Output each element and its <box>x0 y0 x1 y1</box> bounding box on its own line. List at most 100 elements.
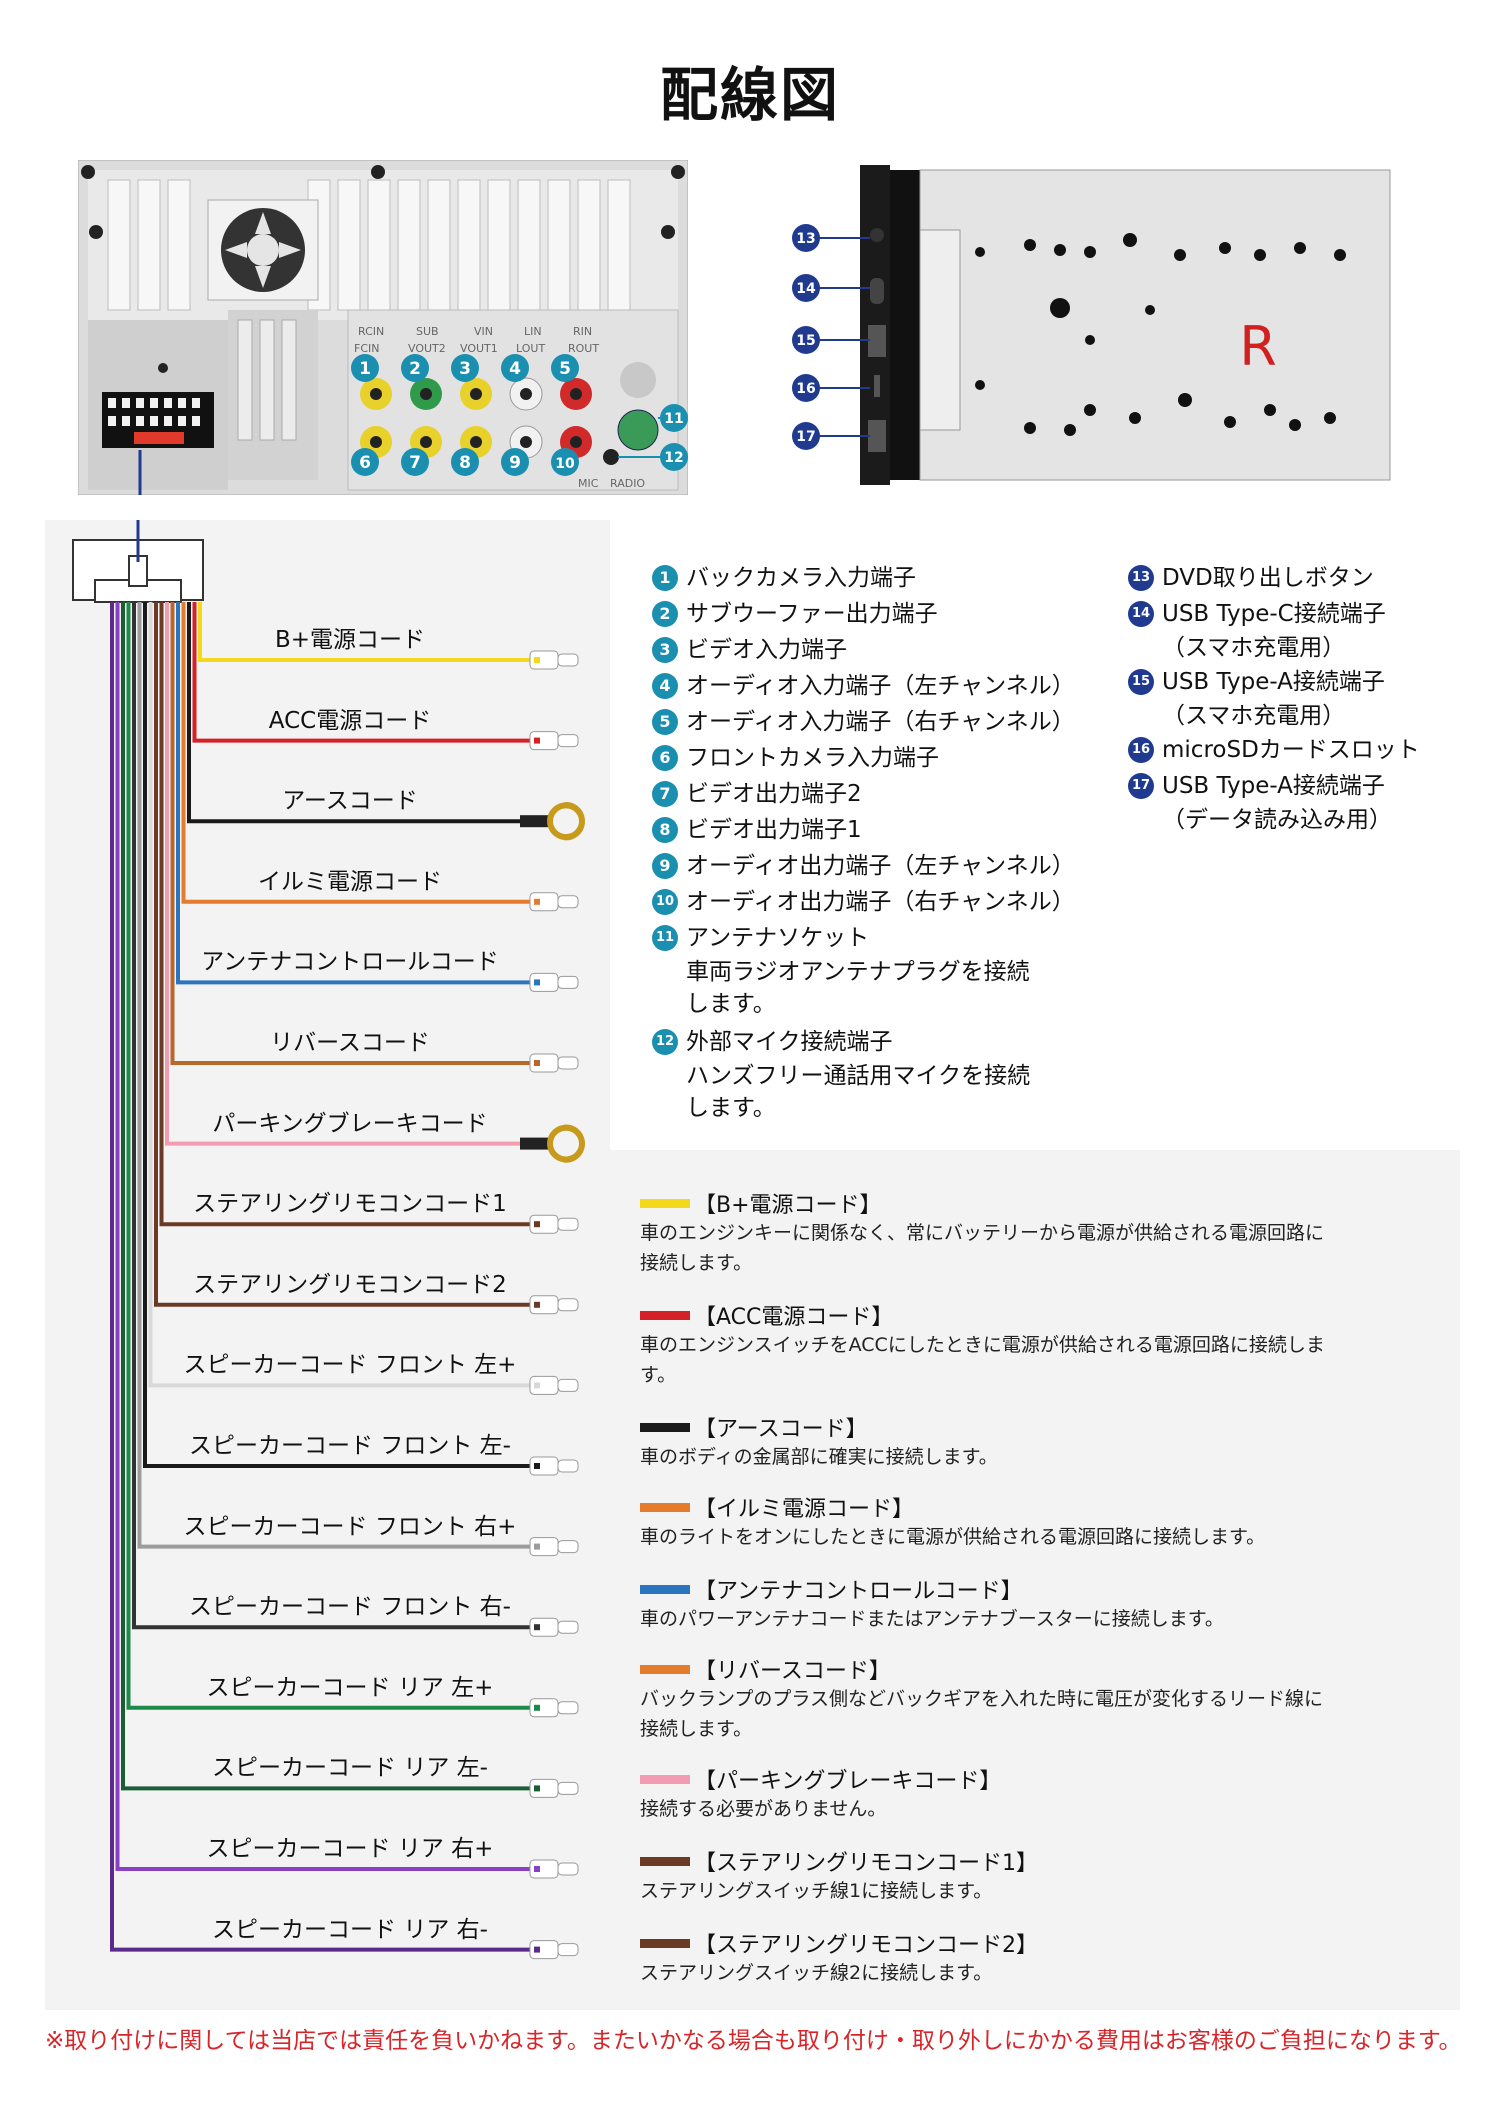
legend-title: 【イルミ電源コード】 <box>640 1492 1440 1522</box>
wire-10 <box>148 602 579 1395</box>
legend-title: 【アースコード】 <box>640 1412 1440 1442</box>
svg-text:6: 6 <box>359 453 371 473</box>
legend-item-7: 【パーキングブレーキコード】接続する必要がありません。 <box>640 1764 1440 1824</box>
wire-14 <box>126 602 579 1718</box>
svg-text:11: 11 <box>664 411 683 427</box>
legend-title: 【リバースコード】 <box>640 1654 1440 1684</box>
legend-description: 車のパワーアンテナコードまたはアンテナブースターに接続します。 <box>640 1608 1224 1630</box>
legend-description: 車のボディの金属部に確実に接続します。 <box>640 1446 998 1468</box>
legend-description: 車のエンジンキーに関係なく、常にバッテリーから電源が供給される電源回路に <box>640 1222 1325 1244</box>
page-title: 配線図 <box>659 61 840 129</box>
side-ports <box>868 228 886 452</box>
jack-label-vout2: VOUT2 <box>408 342 446 355</box>
svg-text:4: 4 <box>509 359 521 379</box>
wire-label-2: ACC電源コード <box>268 707 432 734</box>
plug-terminal-icon <box>529 1940 579 1960</box>
legend-description: ステアリングスイッチ線2に接続します。 <box>640 1962 993 1984</box>
legend-description-cont: 接続します。 <box>640 1252 753 1274</box>
legend-title: 【アンテナコントロールコード】 <box>640 1574 1440 1604</box>
jack-label-rin: RIN <box>573 325 592 338</box>
legend-title: 【ステアリングリモコンコード1】 <box>640 1846 1440 1876</box>
plug-terminal-icon <box>529 1295 579 1315</box>
color-swatch <box>640 1584 690 1594</box>
disclaimer-notice: ※取り付けに関しては当店では責任を負いかねます。またいかなる場合も取り付け・取り… <box>45 2028 1462 2054</box>
wire-label-12: スピーカーコード フロント 右+ <box>183 1513 517 1540</box>
legend-item-1: 【B+電源コード】車のエンジンキーに関係なく、常にバッテリーから電源が供給される… <box>640 1188 1440 1278</box>
wire-label-6: リバースコード <box>270 1030 430 1056</box>
svg-text:9: 9 <box>509 453 521 473</box>
wire-label-5: アンテナコントロールコード <box>201 949 499 976</box>
svg-text:15: 15 <box>796 333 815 349</box>
wire-7 <box>165 602 585 1163</box>
plug-terminal-icon <box>529 892 579 912</box>
legend-item-6: 【リバースコード】バックランプのプラス側などバックギアを入れた時に電圧が変化する… <box>640 1654 1440 1744</box>
plug-terminal-icon <box>529 1053 579 1073</box>
wire-label-11: スピーカーコード フロント 左- <box>189 1433 511 1459</box>
svg-text:14: 14 <box>796 281 816 297</box>
wire-label-4: イルミ電源コード <box>258 868 442 895</box>
svg-text:13: 13 <box>796 231 815 247</box>
plug-terminal-icon <box>529 1778 579 1798</box>
legend-description: 車のライトをオンにしたときに電源が供給される電源回路に接続します。 <box>640 1526 1266 1548</box>
plug-terminal-icon <box>529 972 579 992</box>
wire-1 <box>198 602 579 670</box>
color-swatch <box>640 1664 690 1674</box>
legend-title: 【パーキングブレーキコード】 <box>640 1764 1440 1794</box>
wire-label-17: スピーカーコード リア 右- <box>212 1916 488 1943</box>
color-swatch <box>640 1310 690 1320</box>
svg-text:2: 2 <box>409 359 421 379</box>
radio-label: RADIO <box>610 477 645 490</box>
svg-text:12: 12 <box>664 450 683 466</box>
plug-terminal-icon <box>529 731 579 751</box>
legend-title: 【B+電源コード】 <box>640 1188 1440 1218</box>
wire-label-3: アースコード <box>282 788 418 815</box>
plug-terminal-icon <box>529 1456 579 1476</box>
jack-label-fcin: FCIN <box>354 342 379 355</box>
svg-text:3: 3 <box>459 359 471 379</box>
legend-item-8: 【ステアリングリモコンコード1】ステアリングスイッチ線1に接続します。 <box>640 1846 1440 1906</box>
wire-16 <box>115 602 579 1879</box>
svg-text:5: 5 <box>559 359 571 379</box>
color-swatch <box>640 1774 690 1784</box>
jack-label-lin: LIN <box>524 325 542 338</box>
wire-label-16: スピーカーコード リア 右+ <box>206 1836 494 1862</box>
plug-terminal-icon <box>529 1375 579 1395</box>
legend-item-3: 【アースコード】車のボディの金属部に確実に接続します。 <box>640 1412 1440 1472</box>
plug-terminal-icon <box>529 1698 579 1718</box>
legend-description: 接続する必要がありません。 <box>640 1798 887 1820</box>
plug-terminal-icon <box>529 650 579 670</box>
color-swatch <box>640 1422 690 1432</box>
plug-terminal-icon <box>529 1537 579 1557</box>
legend-description: バックランプのプラス側などバックギアを入れた時に電圧が変化するリード線に <box>640 1688 1324 1710</box>
wire-label-15: スピーカーコード リア 左- <box>212 1755 488 1782</box>
jack-label-vout1: VOUT1 <box>460 342 498 355</box>
color-swatch <box>640 1856 690 1866</box>
color-swatch <box>640 1502 690 1512</box>
legend-description: 車のエンジンスイッチをACCにしたときに電源が供給される電源回路に接続しま <box>640 1334 1325 1356</box>
jack-label-rcin: RCIN <box>358 325 384 338</box>
svg-text:16: 16 <box>796 381 815 397</box>
legend-item-4: 【イルミ電源コード】車のライトをオンにしたときに電源が供給される電源回路に接続し… <box>640 1492 1440 1552</box>
wire-legend-panel: 【B+電源コード】車のエンジンキーに関係なく、常にバッテリーから電源が供給される… <box>610 1150 1460 2010</box>
wire-11 <box>143 602 579 1476</box>
svg-text:17: 17 <box>796 429 815 445</box>
wire-label-8: ステアリングリモコンコード1 <box>193 1191 507 1218</box>
wire-label-13: スピーカーコード フロント 右- <box>189 1594 511 1621</box>
wire-5 <box>176 602 579 992</box>
legend-item-2: 【ACC電源コード】車のエンジンスイッチをACCにしたときに電源が供給される電源… <box>640 1300 1440 1390</box>
